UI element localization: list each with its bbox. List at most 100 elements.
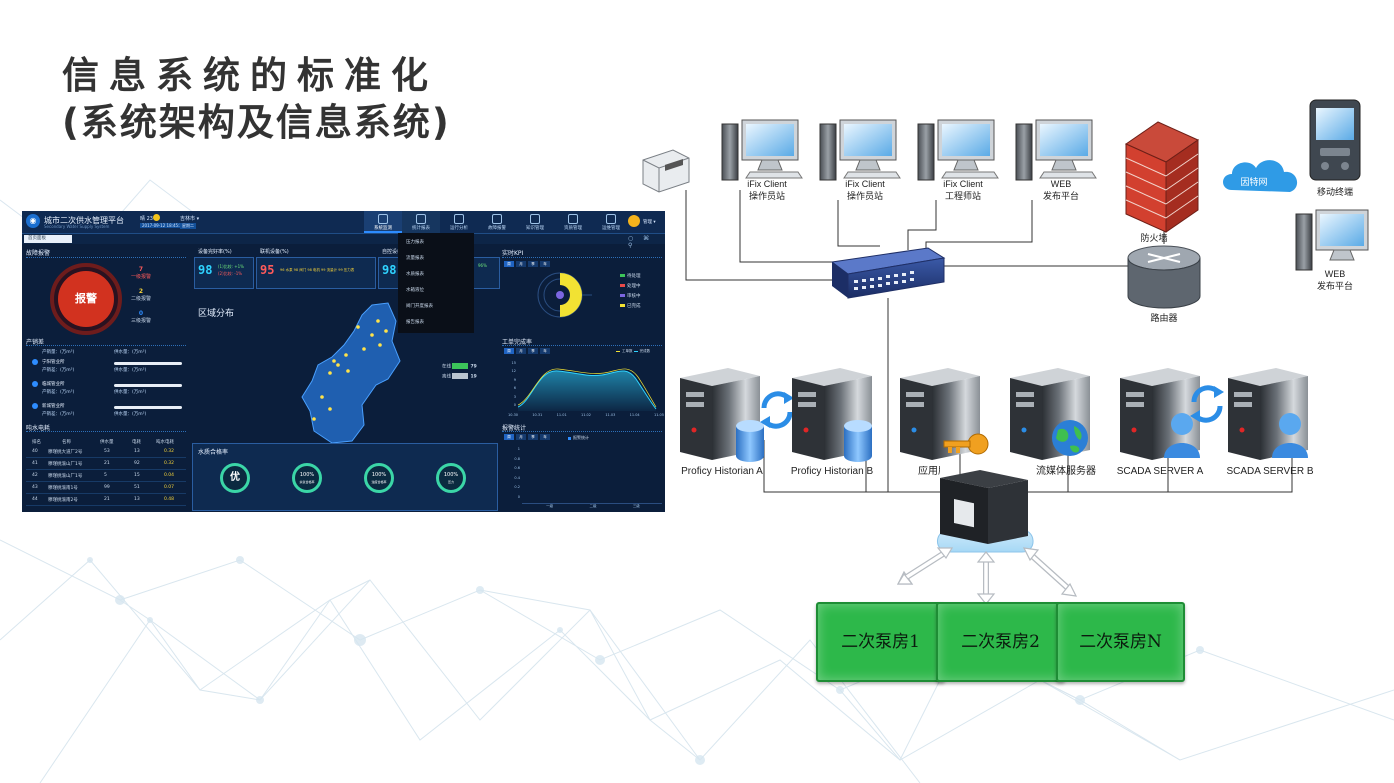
dropdown-item[interactable]: 水箱液位 [406,288,424,293]
production-bar [114,384,182,387]
dropdown-item[interactable]: 阀门开度报表 [406,304,433,309]
quality-gauge: 100%压力 [436,463,466,493]
chart-icon [454,214,464,224]
nav-label: 知识管理 [526,226,544,231]
alarm-level-name: 三级报警 [130,318,151,324]
label-line: iFix Client [747,179,787,189]
nav-label: 运行分析 [450,226,468,231]
dropdown-item[interactable]: 压力报表 [406,240,424,245]
nav-analysis[interactable]: 运行分析 [440,211,478,233]
time-button[interactable]: 周 [504,434,514,440]
time-button[interactable]: 年 [540,348,550,354]
divider [26,257,186,259]
time-button[interactable]: 年 [540,434,550,440]
key-icon [943,433,989,455]
offline-status-legend: 离线 19 [442,373,477,380]
time-button[interactable]: 月 [516,434,526,440]
time-button[interactable]: 周 [504,348,514,354]
cell: 99 [104,485,110,490]
database-icon [736,420,764,462]
nav-maintenance[interactable]: 运维管理 [592,211,630,233]
nav-alarms[interactable]: 故障报警 [478,211,516,233]
cell: 21 [104,461,110,466]
link-printer [685,190,832,281]
avatar[interactable] [628,215,640,227]
tab-home[interactable]: 首页面板 [24,235,72,243]
report-icon [416,214,426,224]
section-auto-control: 自控设备 [382,249,403,255]
weather-text: 晴 23 [140,216,153,222]
legend-swatch [452,363,469,369]
order-legend: 工单数 完成数 [616,349,650,354]
server-label: SCADA SERVER B [1226,466,1314,477]
production-item-supply: 供水量：(万m³) [114,412,147,417]
link-client2 [837,200,880,247]
time-button[interactable]: 季 [528,434,538,440]
cell: 穆瑾桃渝山厂1号 [48,462,83,467]
divider [502,431,662,433]
cell: 92 [134,461,140,466]
legend-value: 79 [470,364,477,370]
tab-tools[interactable]: ○ ⌘ ⚲ [628,235,654,249]
nav-reports[interactable]: 统计报表 [402,211,440,233]
divider [502,345,662,347]
tick-label: 10.30 [508,413,519,417]
timestamp: 2017-09-12 18:45:28 [140,223,187,228]
order-area-chart [518,368,657,411]
tick-label: 6 [513,386,516,391]
dropdown-item[interactable]: 流量报表 [406,256,424,261]
gauge-label: 浊度合格率 [371,480,387,484]
cell: 43 [32,485,38,490]
label-line: 发布平台 [1042,191,1079,201]
legend-label: 已完成 [627,304,641,309]
divider [26,345,186,347]
legend-label: 报警统计 [573,435,589,440]
network-switch-icon [830,247,946,299]
link-web [925,200,1033,254]
section-order-rate: 工单完成率 [502,339,533,346]
legend-swatch [616,350,620,352]
tick-label: 10.31 [532,413,543,417]
alarm-button[interactable]: 报警 [58,271,114,327]
city-selector[interactable]: 吉林市 ▾ [180,216,200,222]
cell: 0.32 [164,449,175,454]
nav-knowledge[interactable]: 知识管理 [516,211,554,233]
dropdown-item[interactable]: 水质报表 [406,272,424,277]
tab-bar [22,234,665,244]
user-icon [1164,413,1200,458]
quality-gauge: 100%余氯合格率 [292,463,322,493]
nav-label: 统计报表 [412,226,430,231]
legend-swatch [452,373,469,379]
dropdown-item[interactable]: 报告报表 [406,320,424,325]
slide-title-line2: (系统架构及信息系统) [62,101,451,144]
production-bar [114,406,182,409]
sync-arrows-icon [1190,385,1224,423]
app-logo-icon: ◉ [26,214,40,228]
time-button[interactable]: 季 [528,348,538,354]
time-button[interactable]: 月 [516,348,526,354]
alarm-level-count: 2 [138,288,144,295]
nav-assets[interactable]: 资质管理 [554,211,592,233]
alarm-level-count: 7 [138,266,144,273]
table-header-cell: 供水量 [100,440,114,445]
time-button[interactable]: 季 [528,261,538,267]
gauge-value: 100% [299,472,315,478]
time-button[interactable]: 年 [540,261,550,267]
nav-system-monitor[interactable]: 系统监测 [364,211,402,233]
time-button[interactable]: 周 [504,261,514,267]
internet-cloud-icon [1223,160,1298,192]
time-button[interactable]: 月 [516,261,526,267]
user-menu[interactable]: 管理 ▾ [643,220,656,225]
